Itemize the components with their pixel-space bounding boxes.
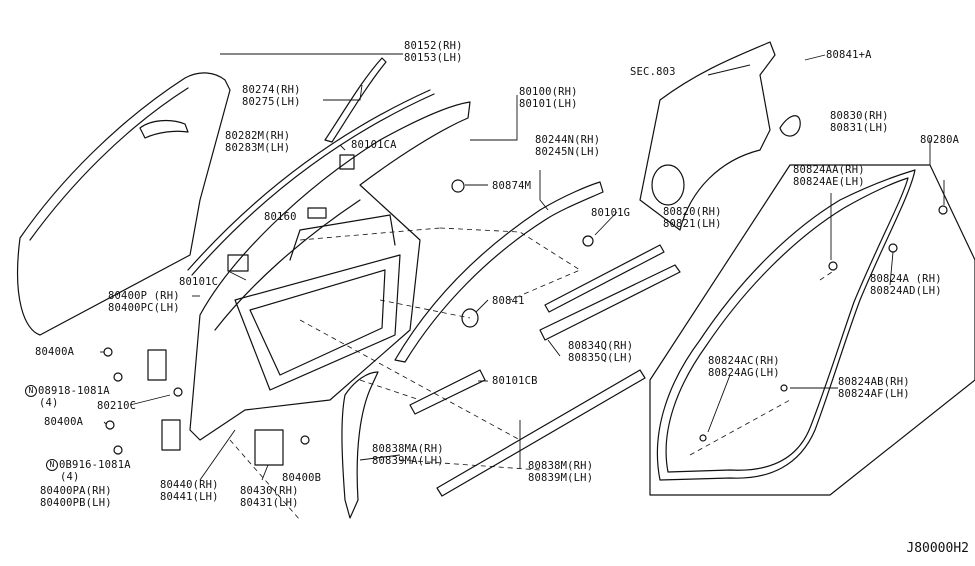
callout-80830: 80830(RH)80831(LH) bbox=[830, 110, 889, 134]
belt-moulding bbox=[187, 89, 431, 271]
callout-80101CA: 80101CA bbox=[351, 139, 397, 151]
callout-80400PA: 80400PA(RH)80400PB(LH) bbox=[40, 485, 112, 509]
callout-80101CB: 80101CB bbox=[492, 375, 538, 387]
callout-80430: 80430(RH)80431(LH) bbox=[240, 485, 299, 509]
door-inner-frame bbox=[189, 101, 471, 441]
lower-moulding bbox=[436, 369, 646, 497]
callout-80244N: 80244N(RH)80245N(LH) bbox=[535, 134, 601, 158]
door-sash bbox=[394, 181, 604, 363]
callout-80824AA: 80824AA(RH)80824AE(LH) bbox=[793, 164, 865, 188]
callout-80834Q: 80834Q(RH)80835Q(LH) bbox=[568, 340, 634, 364]
callout-80874M: 80874M bbox=[492, 180, 532, 192]
door-trim-panel bbox=[639, 41, 776, 231]
weatherstrip-inner bbox=[539, 264, 681, 341]
callout-80274: 80274(RH)80275(LH) bbox=[242, 84, 301, 108]
callout-80400A-lower: 80400A bbox=[44, 416, 84, 428]
callout-80101G: 80101G bbox=[591, 207, 631, 219]
callout-80282M: 80282M(RH)80283M(LH) bbox=[225, 130, 291, 154]
callout-80820: 80820(RH)80821(LH) bbox=[663, 206, 722, 230]
circled-n-icon: N bbox=[46, 459, 58, 471]
weatherstrip-outer bbox=[544, 244, 665, 313]
callout-80100: 80100(RH)80101(LH) bbox=[519, 86, 578, 110]
callout-80824AC: 80824AC(RH)80824AG(LH) bbox=[708, 355, 780, 379]
callout-80152: 80152(RH)80153(LH) bbox=[404, 40, 463, 64]
callout-80160: 80160 bbox=[264, 211, 297, 223]
callout-80210C: 80210C bbox=[97, 400, 137, 412]
door-opening-weatherstrip bbox=[656, 169, 916, 481]
diagram-code: J80000H2 bbox=[906, 541, 969, 556]
callout-80101C: 80101C bbox=[179, 276, 219, 288]
callout-80400A-upper: 80400A bbox=[35, 346, 75, 358]
callout-80838M: 80838M(RH)80839M(LH) bbox=[528, 460, 594, 484]
callout-80824A: 80824A (RH)80824AD(LH) bbox=[870, 273, 942, 297]
callout-80841: 80841 bbox=[492, 295, 525, 307]
callout-80440: 80440(RH)80441(LH) bbox=[160, 479, 219, 503]
callout-80824AB: 80824AB(RH)80824AF(LH) bbox=[838, 376, 910, 400]
callout-80841-A: 80841+A bbox=[826, 49, 872, 61]
callout-80838MA: 80838MA(RH)80839MA(LH) bbox=[372, 443, 444, 467]
callout-80400B: 80400B bbox=[282, 472, 322, 484]
callout-80280A: 80280A bbox=[920, 134, 960, 146]
door-opening-frame bbox=[649, 164, 975, 496]
glass-run-front bbox=[324, 57, 387, 143]
circled-n-icon: N bbox=[25, 385, 37, 397]
door-sealing-rear bbox=[341, 371, 379, 519]
callout-80400P: 80400P (RH)80400PC(LH) bbox=[108, 290, 180, 314]
callout-sec-803: SEC.803 bbox=[630, 66, 676, 78]
door-outer-skin bbox=[17, 72, 231, 336]
